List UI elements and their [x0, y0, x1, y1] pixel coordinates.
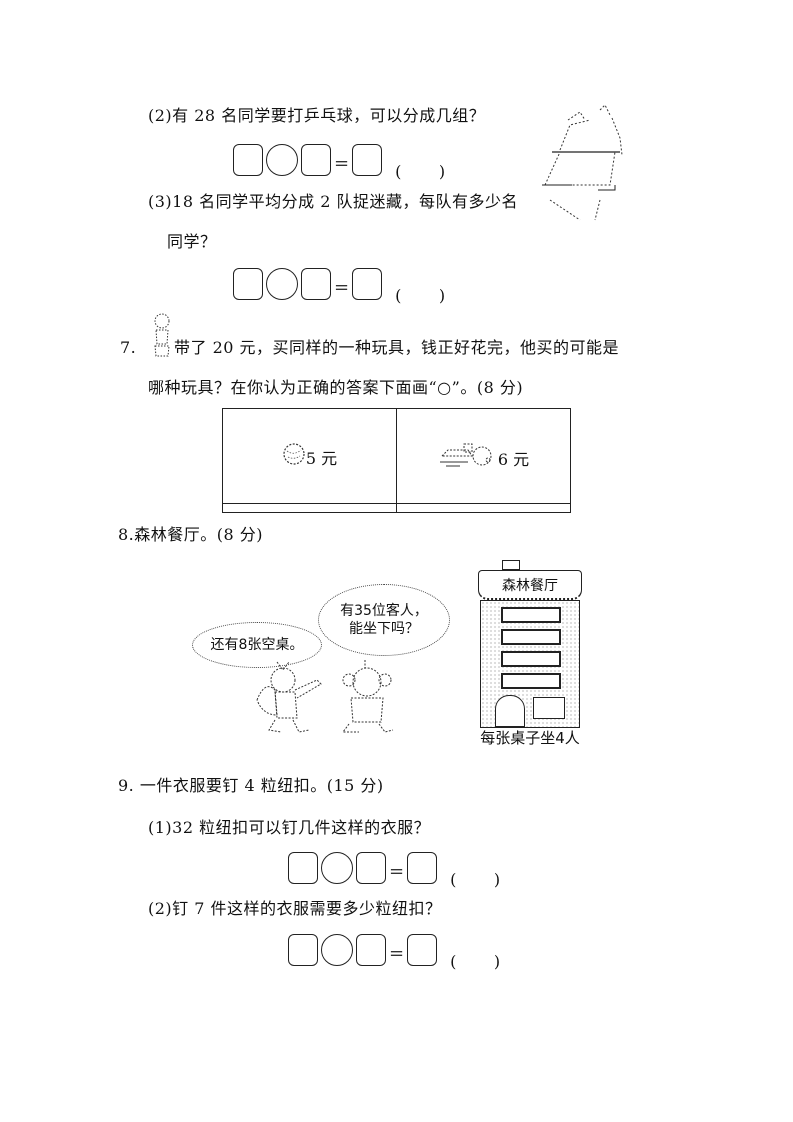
table-row: 5 元 6 元 [222, 408, 571, 504]
bubble-right-line2: 能坐下吗？ [349, 621, 419, 637]
restaurant-caption: 每张桌子坐4人 [480, 729, 580, 747]
q6-sub3-text-line1: (3)18 名同学平均分成 2 队捉迷藏，每队有多少名 [148, 192, 518, 211]
answer-box[interactable] [233, 268, 263, 300]
ball-icon [283, 443, 305, 466]
restaurant-building: 森林餐厅 每张桌子坐4人 [470, 558, 590, 748]
q9-sub1-text: (1)32 粒纽扣可以钉几件这样的衣服？ [148, 818, 431, 837]
answer-box[interactable] [356, 852, 386, 884]
ping-pong-table-icon [542, 104, 623, 221]
answer-box[interactable] [288, 934, 318, 966]
answer-box[interactable] [288, 852, 318, 884]
squirrel-character-icon [256, 661, 322, 733]
car-price: 6 元 [497, 449, 530, 469]
small-window [533, 697, 565, 719]
equals-sign: = [389, 861, 405, 882]
door [495, 695, 525, 727]
unit-paren[interactable]: () [395, 162, 446, 181]
q8-title: 8.森林餐厅。(8 分) [118, 525, 264, 544]
unit-paren[interactable]: () [450, 870, 501, 889]
q9-sub1-equation: = () [288, 848, 500, 888]
restaurant-sign: 森林餐厅 [478, 570, 582, 600]
answer-cell-car[interactable] [396, 502, 571, 514]
operator-circle[interactable] [321, 852, 353, 884]
operator-circle[interactable] [266, 268, 298, 300]
answer-box[interactable] [356, 934, 386, 966]
q6-sub2-equation: = () [233, 140, 445, 180]
equals-sign: = [334, 277, 350, 298]
answer-box[interactable] [301, 144, 331, 176]
window [501, 629, 561, 645]
q7-line1: 带了 20 元，买同样的一种玩具，钱正好花完，他买的可能是 [174, 338, 620, 357]
window [501, 607, 561, 623]
window [501, 651, 561, 667]
toy-cell-ball: 5 元 [222, 408, 397, 504]
equals-sign: = [334, 153, 350, 174]
speech-bubble-right: 有35位客人， 能坐下吗？ [318, 584, 450, 656]
q9-title: 9. 一件衣服要钉 4 粒纽扣。(15 分) [118, 776, 384, 795]
chimney [502, 560, 520, 570]
operator-circle[interactable] [266, 144, 298, 176]
monkey-character-icon [342, 660, 394, 733]
restaurant-wall [480, 600, 580, 728]
result-box[interactable] [352, 268, 383, 300]
answer-box[interactable] [301, 268, 331, 300]
unit-paren[interactable]: () [450, 952, 501, 971]
toy-car-icon [439, 443, 492, 467]
answer-cell-ball[interactable] [222, 502, 397, 514]
q7-line2: 哪种玩具？在你认为正确的答案下面画“○”。(8 分) [148, 378, 524, 397]
unit-paren[interactable]: () [395, 286, 446, 305]
q6-sub2-text: (2)有 28 名同学要打乒乓球，可以分成几组？ [148, 106, 486, 125]
bubble-right-line1: 有35位客人， [340, 603, 428, 619]
q7-number: 7. [120, 338, 137, 357]
speech-bubble-left: 还有8张空桌。 [192, 622, 322, 668]
toy-price-table: 5 元 6 元 [222, 408, 571, 514]
table-row [222, 502, 571, 514]
equals-sign: = [389, 943, 405, 964]
q9-sub2-equation: = () [288, 930, 500, 970]
result-box[interactable] [407, 934, 438, 966]
result-box[interactable] [407, 852, 438, 884]
answer-box[interactable] [233, 144, 263, 176]
q6-sub3-text-line2: 同学？ [167, 232, 217, 251]
q6-sub3-equation: = () [233, 264, 445, 304]
window [501, 673, 561, 689]
toy-cell-car: 6 元 [396, 408, 571, 504]
operator-circle[interactable] [321, 934, 353, 966]
result-box[interactable] [352, 144, 383, 176]
child-figure-icon [154, 313, 170, 357]
q9-sub2-text: (2)钉 7 件这样的衣服需要多少粒纽扣？ [148, 899, 442, 918]
ball-price: 5 元 [305, 449, 338, 469]
